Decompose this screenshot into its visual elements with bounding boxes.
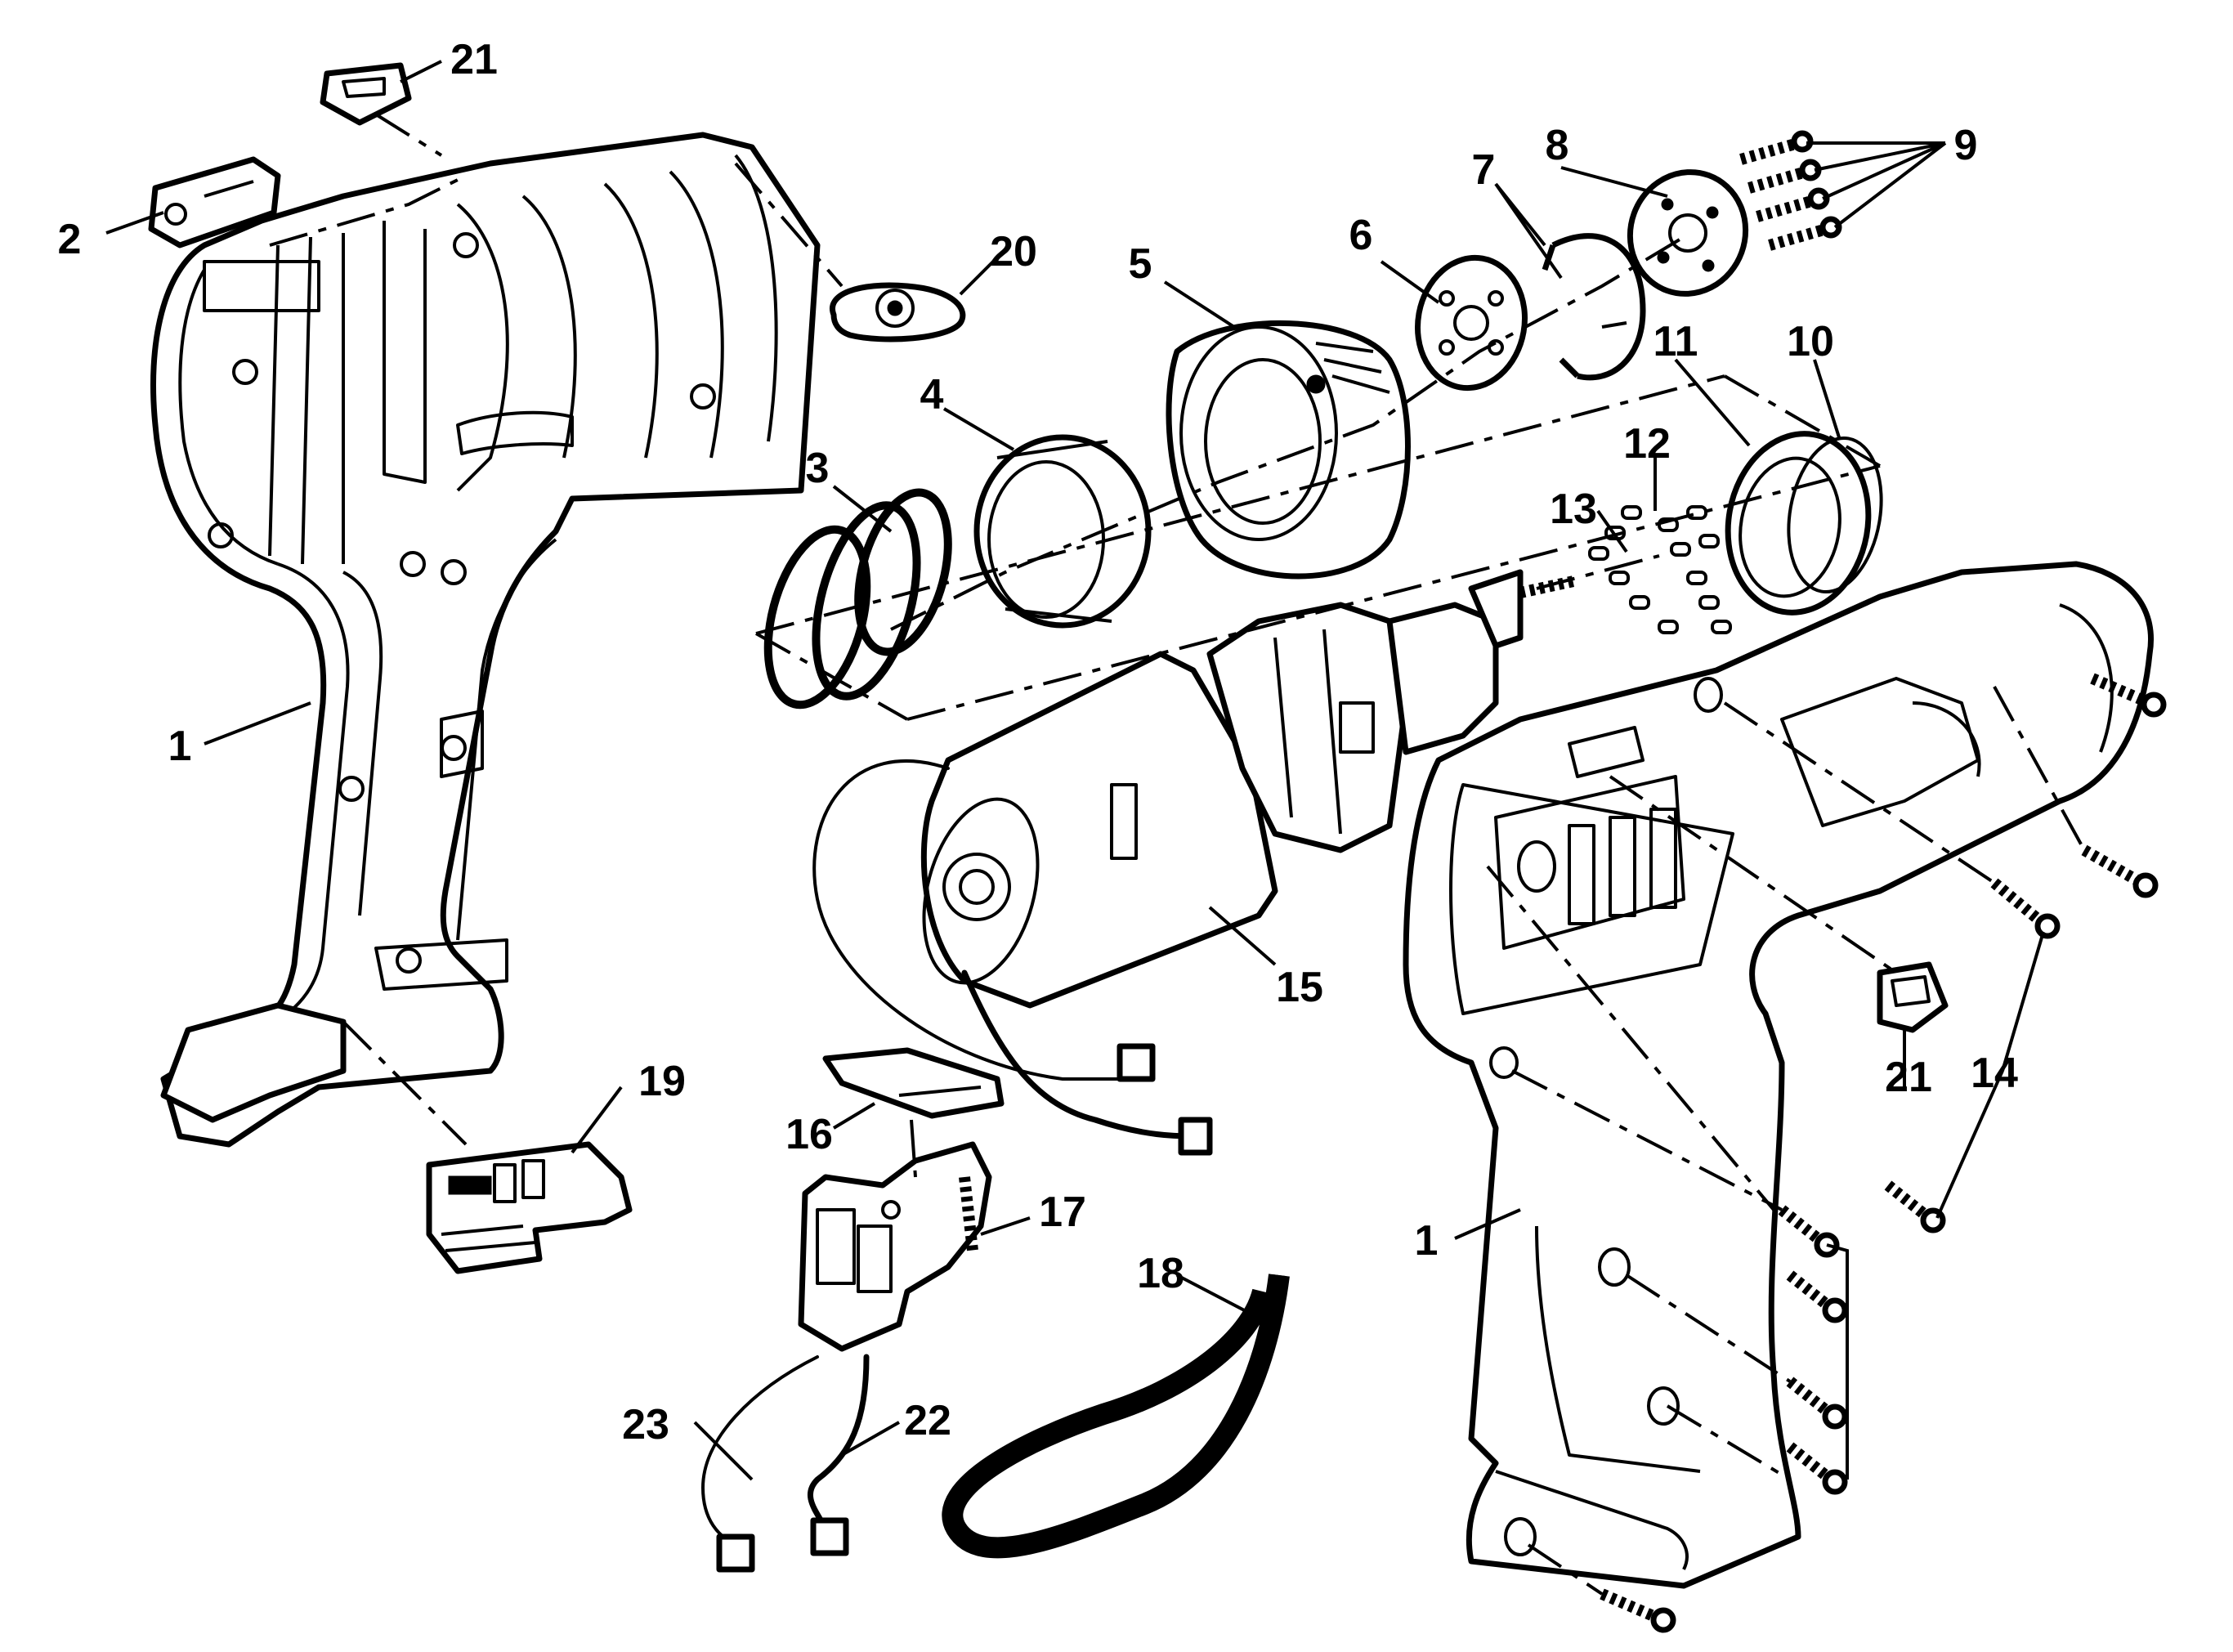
part-3-spring-rings: [763, 488, 952, 710]
label-5: 5: [1129, 240, 1152, 288]
right-housing-half: [1403, 561, 2154, 1589]
label-6: 6: [1349, 212, 1373, 259]
part-6-clutch-plate: [1414, 254, 1528, 392]
part-16-switch-cover: [822, 1047, 1005, 1119]
label-4: 4: [920, 371, 944, 419]
left-housing-half: [150, 132, 821, 1148]
label-20: 20: [990, 228, 1037, 275]
part-10-11-bearing-rings: [1725, 431, 1883, 616]
label-23: 23: [622, 1401, 669, 1448]
switch-wires: [700, 1354, 870, 1573]
label-10: 10: [1787, 318, 1834, 365]
label-16: 16: [785, 1111, 833, 1158]
label-8: 8: [1546, 122, 1569, 169]
label-14: 14: [1971, 1050, 2018, 1097]
label-13: 13: [1550, 486, 1597, 533]
part-15-motor-gearbox: [920, 569, 1579, 1009]
part-21-clip-top: [320, 62, 412, 126]
label-15: 15: [1276, 964, 1323, 1011]
label-2: 2: [58, 216, 82, 263]
part-5-clutch-collar: [1166, 320, 1411, 580]
label-3: 3: [806, 445, 830, 492]
assembly-lines: [269, 113, 2086, 1596]
part-9-screws: [1739, 130, 1842, 251]
label-21-top: 21: [450, 36, 498, 83]
part-14-screws: [1600, 673, 2167, 1633]
label-21-right: 21: [1885, 1054, 1932, 1101]
leader-lines: [105, 60, 2045, 1481]
label-11: 11: [1653, 318, 1698, 365]
label-17: 17: [1039, 1189, 1086, 1236]
part-7-retaining-ring: [1542, 233, 1646, 381]
part-8-mounting-plate: [1627, 169, 1749, 297]
label-1-left-housing: 1: [168, 723, 192, 770]
part-19-terminal-block: [426, 1141, 633, 1274]
part-18-wrist-strap: [942, 1274, 1290, 1559]
motor-wires: [812, 759, 1213, 1156]
part-20-label-plate: [830, 282, 966, 342]
part-17-trigger-switch: [798, 1141, 992, 1352]
label-22: 22: [904, 1397, 951, 1444]
label-1-right-housing: 1: [1415, 1217, 1439, 1265]
part-2-button: [148, 156, 281, 248]
label-19: 19: [638, 1058, 686, 1105]
label-9: 9: [1954, 122, 1978, 169]
label-12: 12: [1623, 420, 1671, 468]
label-18: 18: [1137, 1250, 1184, 1297]
part-labels: 1 1 2 3 4 5 6 7 8 9 10 11 12 13 14 15 16…: [58, 36, 2018, 1448]
part-21-clip-right: [1877, 961, 1949, 1033]
part-4-ring-gear: [973, 434, 1152, 629]
label-7: 7: [1472, 146, 1496, 194]
